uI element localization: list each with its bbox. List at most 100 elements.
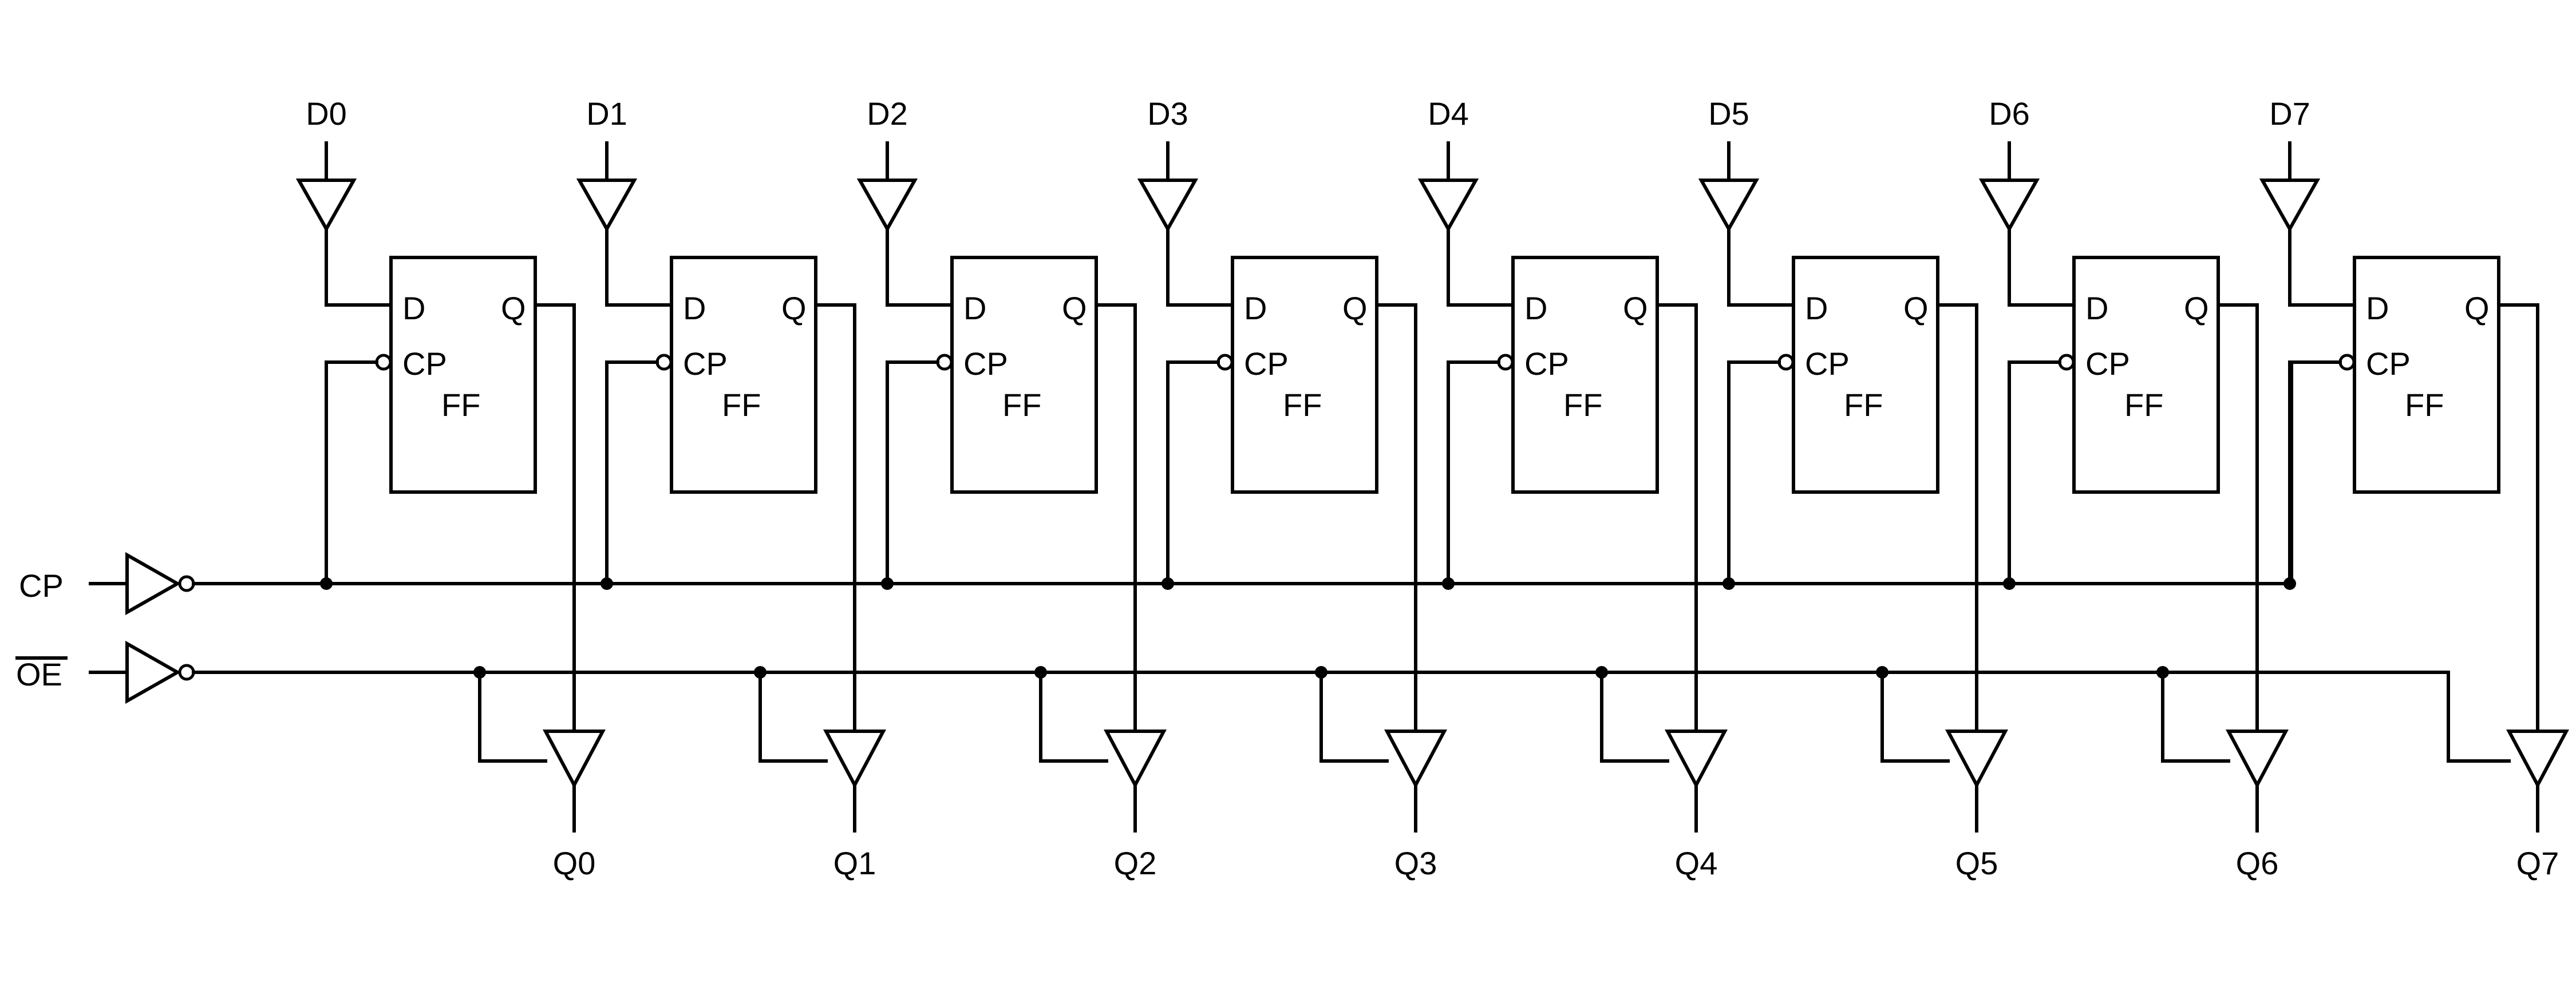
cp-bus-tail	[2288, 360, 2293, 585]
flip-flop-box	[950, 256, 1098, 494]
data-output-label: Q1	[833, 845, 876, 881]
ff-d-pin-label: D	[1805, 290, 1828, 326]
output-buffer-icon	[1945, 730, 2008, 789]
d-input-wire	[2288, 227, 2356, 307]
ff-name-label: FF	[1283, 387, 1322, 423]
ff-cp-pin-label: CP	[963, 346, 1008, 382]
d-input-wire	[1166, 227, 1234, 307]
ff-name-label: FF	[2405, 387, 2444, 423]
ff-cp-pin-label: CP	[1805, 346, 1850, 382]
input-buffer-icon	[1417, 179, 1479, 233]
flip-flop-box	[2072, 256, 2220, 494]
clock-bubble-icon	[375, 354, 392, 371]
ff-q-pin-label: Q	[1062, 290, 1087, 326]
ff-cp-pin-label: CP	[402, 346, 447, 382]
data-output-label: Q3	[1394, 845, 1437, 881]
clock-tap-wire	[2008, 360, 2061, 585]
oe-inverter-bubble-icon	[178, 664, 195, 681]
oe-tap-wire	[2447, 671, 2511, 763]
oe-tap-wire	[1319, 671, 1389, 763]
data-output-label: Q2	[1114, 845, 1157, 881]
oe-junction-dot	[754, 666, 767, 679]
data-input-label: D3	[1147, 96, 1188, 132]
data-input-label: D6	[1989, 96, 2030, 132]
clock-bubble-icon	[2058, 354, 2075, 371]
d-input-wire	[1447, 227, 1515, 307]
oe-inverter-icon	[125, 640, 181, 704]
oe-junction-dot	[2156, 666, 2169, 679]
output-buffer-icon	[543, 730, 606, 789]
cp-junction-dot	[2003, 577, 2016, 590]
cp-junction-dot	[1442, 577, 1455, 590]
output-buffer-icon	[2506, 730, 2569, 789]
ff-q-pin-label: Q	[781, 290, 807, 326]
input-buffer-icon	[1137, 179, 1199, 233]
ff-q-pin-label: Q	[2184, 290, 2209, 326]
oe-junction-dot	[473, 666, 486, 679]
data-input-label: D0	[306, 96, 347, 132]
oe-junction-dot	[1034, 666, 1047, 679]
cp-junction-dot	[881, 577, 894, 590]
cp-inverter-icon	[125, 552, 181, 616]
q-output-wire	[1936, 303, 1978, 733]
input-buffer-icon	[856, 179, 918, 233]
input-buffer-icon	[1698, 179, 1760, 233]
ff-q-pin-label: Q	[1623, 290, 1648, 326]
cp-junction-dot	[600, 577, 613, 590]
clock-tap-wire	[1727, 360, 1781, 585]
cp-junction-dot	[1161, 577, 1174, 590]
oe-tap-wire	[2161, 671, 2230, 763]
output-buffer-icon	[823, 730, 886, 789]
data-output-label: Q4	[1675, 845, 1718, 881]
ff-name-label: FF	[1563, 387, 1602, 423]
clock-bubble-icon	[655, 354, 673, 371]
ff-cp-pin-label: CP	[2366, 346, 2411, 382]
flip-flop-box	[1792, 256, 1939, 494]
clock-bubble-icon	[1777, 354, 1795, 371]
flip-flop-box	[1511, 256, 1659, 494]
clock-tap-wire	[1447, 360, 1500, 585]
cp-junction-dot	[320, 577, 333, 590]
data-input-label: D7	[2269, 96, 2310, 132]
input-buffer-icon	[295, 179, 357, 233]
flip-flop-box	[1231, 256, 1378, 494]
ff-d-pin-label: D	[1524, 290, 1547, 326]
input-buffer-icon	[1978, 179, 2040, 233]
ff-q-pin-label: Q	[1903, 290, 1929, 326]
clock-bubble-icon	[936, 354, 953, 371]
d-input-wire	[605, 227, 673, 307]
input-buffer-icon	[2259, 179, 2321, 233]
cp-junction-dot	[1722, 577, 1735, 590]
oe-junction-dot	[1315, 666, 1327, 679]
oe-junction-dot	[1876, 666, 1888, 679]
ff-d-pin-label: D	[963, 290, 986, 326]
data-input-label: D1	[586, 96, 627, 132]
output-buffer-icon	[2226, 730, 2289, 789]
ff-d-pin-label: D	[402, 290, 425, 326]
data-output-label: Q5	[1955, 845, 1998, 881]
clock-bubble-icon	[1216, 354, 1234, 371]
output-buffer-icon	[1104, 730, 1167, 789]
q-output-wire	[2217, 303, 2259, 733]
ff-q-pin-label: Q	[1342, 290, 1368, 326]
q-output-wire	[1375, 303, 1417, 733]
clock-tap-wire	[325, 360, 378, 585]
ff-name-label: FF	[2124, 387, 2163, 423]
ff-name-label: FF	[722, 387, 761, 423]
ff-name-label: FF	[441, 387, 480, 423]
clock-tap-wire	[1166, 360, 1220, 585]
q-output-wire	[2497, 303, 2539, 733]
oe-input-label: OE	[16, 656, 62, 692]
oe-tap-wire	[1600, 671, 1669, 763]
q-output-wire	[1656, 303, 1698, 733]
data-output-label: Q0	[553, 845, 596, 881]
d-input-wire	[325, 227, 393, 307]
ff-cp-pin-label: CP	[2085, 346, 2130, 382]
flip-flop-box	[670, 256, 817, 494]
